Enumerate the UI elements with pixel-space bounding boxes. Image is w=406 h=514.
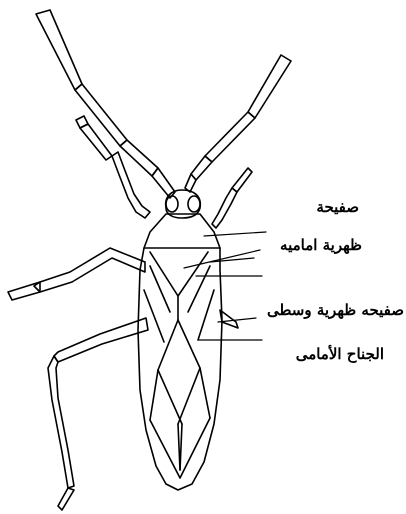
middle-left-leg bbox=[8, 248, 145, 300]
front-right-leg bbox=[212, 168, 252, 228]
right-antenna bbox=[185, 55, 291, 192]
left-antenna bbox=[36, 10, 175, 198]
forewing-label: الجناح الأمامى bbox=[296, 347, 384, 362]
wing-veins bbox=[144, 266, 214, 478]
leader-pronotum bbox=[204, 232, 266, 236]
pronotum-label-line2: ظهرية اماميه bbox=[280, 238, 362, 253]
pronotum-shape bbox=[144, 214, 220, 248]
front-left-leg bbox=[76, 116, 150, 218]
pronotum-label-line1: صفيحة bbox=[316, 200, 359, 215]
leader-mid bbox=[218, 318, 256, 322]
hind-left-leg bbox=[48, 318, 148, 510]
scutellum-label: صفيحه ظهرية وسطى bbox=[267, 303, 404, 318]
